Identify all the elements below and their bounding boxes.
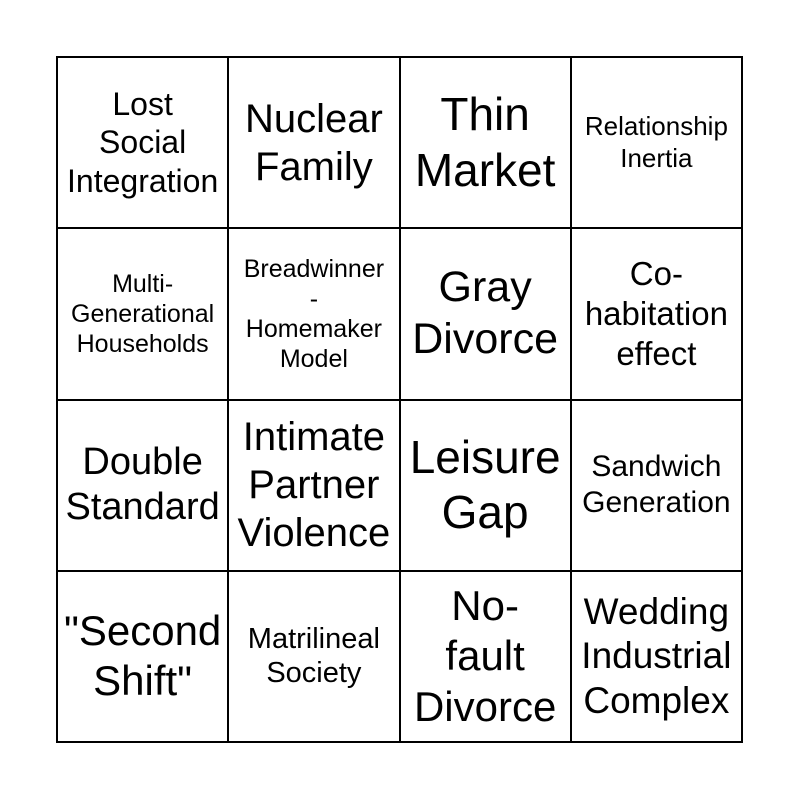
bingo-cell-r2-c4[interactable]: Co- habitation effect	[570, 228, 742, 400]
bingo-cell-r1-c1[interactable]: Lost Social Integration	[57, 57, 229, 229]
bingo-cell-r3-c1[interactable]: Double Standard	[57, 399, 229, 571]
bingo-cell-r4-c2[interactable]: Matrilineal Society	[228, 570, 400, 742]
bingo-cell-r1-c3[interactable]: Thin Market	[399, 57, 571, 229]
bingo-cell-r3-c4[interactable]: Sandwich Generation	[570, 399, 742, 571]
bingo-cell-r2-c3[interactable]: Gray Divorce	[399, 228, 571, 400]
bingo-cell-r4-c3[interactable]: No- fault Divorce	[399, 570, 571, 742]
bingo-cell-r1-c2[interactable]: Nuclear Family	[228, 57, 400, 229]
bingo-cell-r4-c4[interactable]: Wedding Industrial Complex	[570, 570, 742, 742]
bingo-cell-r3-c3[interactable]: Leisure Gap	[399, 399, 571, 571]
bingo-cell-r2-c2[interactable]: Breadwinner - Homemaker Model	[228, 228, 400, 400]
bingo-cell-r1-c4[interactable]: Relationship Inertia	[570, 57, 742, 229]
bingo-card: Lost Social Integration Nuclear Family T…	[56, 56, 743, 743]
bingo-cell-r4-c1[interactable]: "Second Shift"	[57, 570, 229, 742]
bingo-cell-r2-c1[interactable]: Multi- Generational Households	[57, 228, 229, 400]
bingo-cell-r3-c2[interactable]: Intimate Partner Violence	[228, 399, 400, 571]
